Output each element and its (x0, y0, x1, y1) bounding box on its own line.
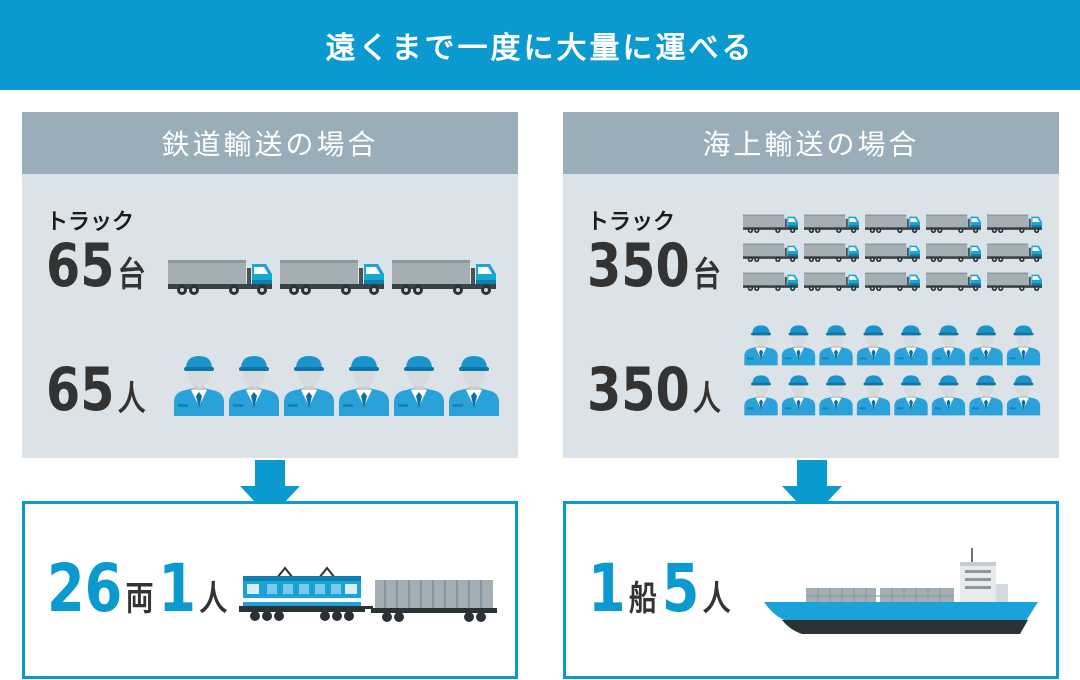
worker-icon (969, 375, 1003, 416)
rail-panel-header: 鉄道輸送の場合 (22, 112, 518, 174)
rail-result: 26 両 1 人 (47, 556, 232, 622)
sea-truck-count-value: 350 (587, 231, 690, 301)
truck-icon (987, 272, 1042, 292)
sea-driver-count-unit: 人 (692, 379, 721, 419)
worker-icon (856, 325, 891, 366)
truck-icon (926, 214, 981, 234)
sea-crew-unit: 人 (702, 579, 731, 619)
page-title: 遠くまで一度に大量に運べる (325, 31, 755, 66)
rail-cars-unit: 両 (125, 579, 154, 619)
rail-result-box: 26 両 1 人 (22, 501, 518, 679)
worker-icon (394, 356, 444, 416)
truck-icon (865, 243, 920, 263)
rail-truck-label: トラック (46, 210, 135, 235)
freight-train-icon (239, 566, 497, 622)
truck-icon (804, 272, 859, 292)
truck-icon (392, 260, 496, 295)
rail-truck-count-value: 65 (46, 231, 115, 301)
worker-icon (894, 325, 928, 366)
sea-ships-unit: 船 (628, 579, 657, 619)
worker-icon (781, 325, 816, 366)
rail-crew-unit: 人 (199, 579, 228, 619)
worker-icon (931, 375, 966, 416)
truck-icon (804, 243, 859, 263)
worker-icon (1006, 375, 1041, 416)
worker-icon (819, 375, 853, 416)
truck-icon (865, 214, 920, 234)
worker-icon (744, 375, 778, 416)
sea-result-box: 1 船 5 人 (563, 501, 1059, 679)
sea-truck-count-unit: 台 (692, 255, 721, 295)
truck-icon (743, 272, 798, 292)
rail-panel-title: 鉄道輸送の場合 (161, 128, 379, 161)
sea-ships-value: 1 (588, 550, 626, 627)
rail-crew-value: 1 (158, 550, 197, 627)
worker-icon (931, 325, 966, 366)
sea-crew-value: 5 (661, 550, 700, 627)
truck-icon (743, 243, 798, 263)
sea-driver-count-value: 350 (587, 355, 690, 425)
worker-icon (284, 356, 334, 416)
worker-icon (819, 325, 853, 366)
sea-result: 1 船 5 人 (588, 556, 735, 622)
sea-truck-label: トラック (587, 210, 676, 235)
worker-icon (174, 356, 224, 416)
sea-panel-title: 海上輸送の場合 (702, 128, 920, 161)
worker-icon (1006, 325, 1041, 366)
worker-icon (781, 375, 816, 416)
worker-icon (969, 325, 1003, 366)
truck-icon (168, 260, 272, 295)
truck-icon (926, 272, 981, 292)
worker-icon (894, 375, 928, 416)
sea-workers-group (744, 325, 1041, 416)
truck-icon (987, 214, 1042, 234)
truck-icon (804, 214, 859, 234)
rail-cars-value: 26 (47, 550, 123, 627)
rail-trucks-group (168, 260, 496, 295)
worker-icon (856, 375, 891, 416)
truck-icon (926, 243, 981, 263)
worker-icon (339, 356, 389, 416)
truck-icon (987, 243, 1042, 263)
rail-driver-count-value: 65 (46, 355, 115, 425)
worker-icon (229, 356, 279, 416)
worker-icon (744, 325, 778, 366)
rail-workers-group (174, 356, 499, 416)
container-ship-icon (764, 548, 1038, 634)
truck-icon (280, 260, 384, 295)
page-banner: 遠くまで一度に大量に運べる (0, 0, 1080, 90)
rail-truck-count-unit: 台 (117, 255, 146, 295)
sea-panel-header: 海上輸送の場合 (563, 112, 1059, 174)
truck-icon (865, 272, 920, 292)
truck-icon (743, 214, 798, 234)
worker-icon (449, 356, 499, 416)
sea-trucks-group (743, 214, 1042, 292)
rail-driver-count-unit: 人 (117, 379, 146, 419)
